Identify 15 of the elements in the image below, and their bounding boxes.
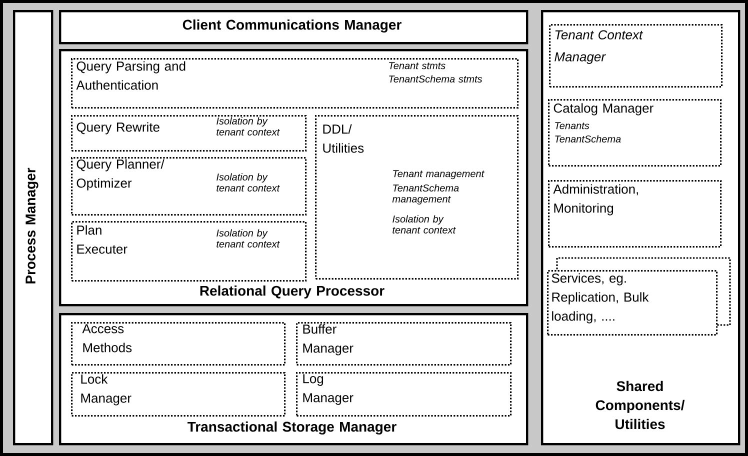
module-box: Lock Manager (71, 372, 286, 417)
manager-panel: Process Manager (13, 10, 54, 446)
module-box: Catalog Manager Tenants TenantSchema (548, 99, 722, 167)
module-box: Services, eg. Replication, Bulk loading, .... (547, 257, 731, 336)
module-box: Query Parsing and Authentication Tenant stmts TenantSchema stmts (71, 58, 519, 109)
module-box: Query Planner/ Optimizer Isolation by tenant context (71, 157, 307, 216)
module-box: DDL/ Utilities Tenant management TenantSchema management Isolation by tenant context (315, 115, 519, 280)
module-box: Access Methods (71, 322, 286, 366)
module-box: Log Manager (296, 372, 512, 417)
module-box: Plan Executer Isolation by tenant context (71, 221, 307, 282)
module-box: Buffer Manager (296, 322, 512, 366)
module-box: Administration, Monitoring (548, 180, 722, 248)
manager-panel: Client Communications Manager (59, 10, 528, 44)
module-box: Query Rewrite Isolation by tenant context (71, 115, 307, 152)
module-box: Tenant Context Manager (549, 24, 723, 88)
